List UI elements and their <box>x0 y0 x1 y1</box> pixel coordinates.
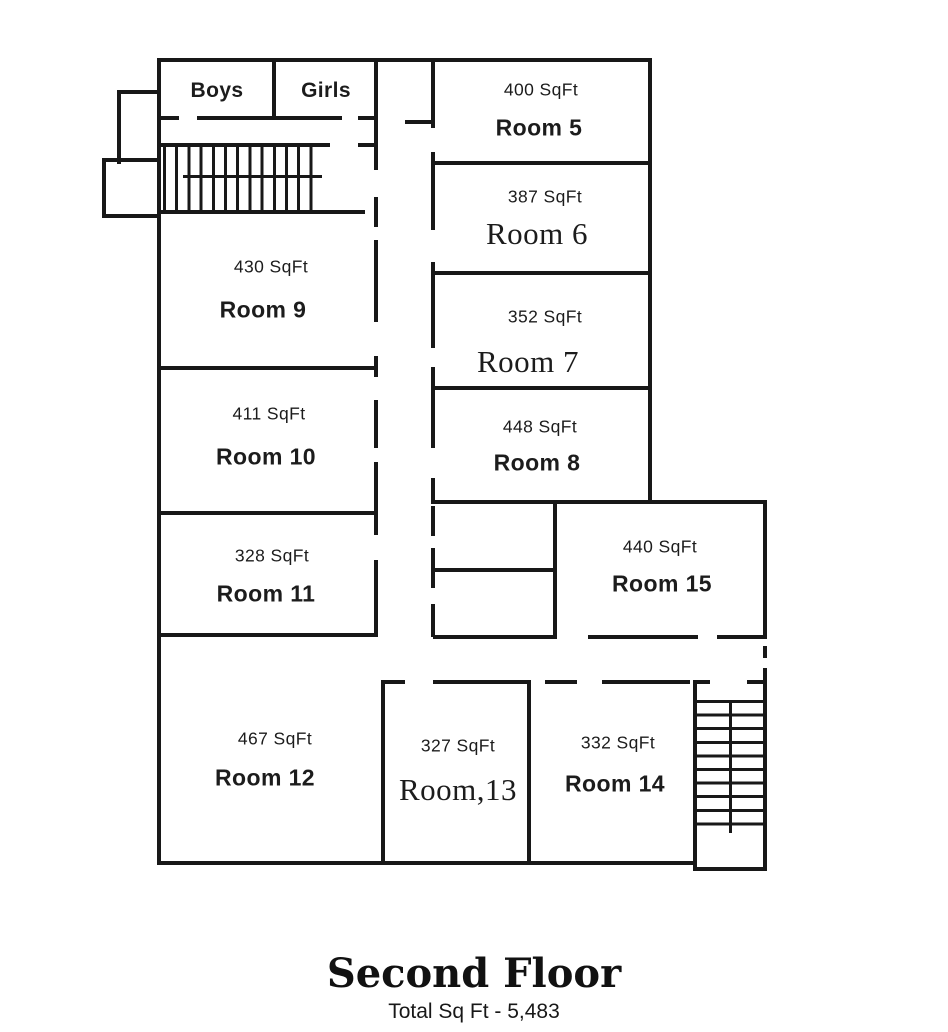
wall-restroom-bottom-2 <box>197 116 342 120</box>
wall-room10-room11-divider <box>157 511 378 515</box>
corridor-right-wall-seg <box>431 478 435 504</box>
wall-outer-right-upper <box>648 58 652 504</box>
wall-room11-bottom <box>157 633 378 637</box>
wall-stairs-top-dash-2 <box>747 680 767 684</box>
room-13-sqft: 327 SqFt <box>420 735 496 756</box>
room-9-name: Room 9 <box>219 296 307 323</box>
corridor-right-wall-seg <box>431 58 435 128</box>
wall-room5-room6-divider <box>433 161 648 165</box>
corridor-right-wall-seg <box>431 152 435 230</box>
floor-plan: Boys Girls 400 SqFt Room 5 387 SqFt Room… <box>102 58 767 871</box>
room-8-name: Room 8 <box>493 449 581 476</box>
wall-room15-top <box>433 500 767 504</box>
stairs-upper-top-connector <box>358 143 376 147</box>
room-14-sqft: 332 SqFt <box>580 732 656 753</box>
wall-landing-left <box>102 158 106 218</box>
girls-room-label: Girls <box>301 79 351 102</box>
room-10-name: Room 10 <box>216 443 316 470</box>
wall-stairs-right <box>763 683 767 871</box>
wall-girls-right <box>374 58 378 122</box>
room-15-name: Room 15 <box>612 570 712 597</box>
wall-room14-top-dash-1 <box>545 680 577 684</box>
corridor-right-wall-seg <box>431 367 435 448</box>
wall-room15-bottom-dash-2 <box>717 635 765 639</box>
wall-right-door-dash-1 <box>763 646 767 658</box>
corridor-left-wall-seg <box>374 240 378 322</box>
stairs-lower-center-rail <box>729 700 732 833</box>
corridor-left-wall-seg <box>374 560 378 637</box>
stairs-upper-top-rail <box>158 143 330 147</box>
wall-stairs-left <box>693 683 697 871</box>
room-6-sqft: 387 SqFt <box>507 186 583 207</box>
room-5-name: Room 5 <box>495 114 583 141</box>
room-11-name: Room 11 <box>216 580 316 607</box>
wall-right-door-dash-2 <box>763 668 767 683</box>
wall-room15-bottom-dash-1 <box>588 635 698 639</box>
wall-outer-bottom <box>157 861 697 865</box>
room-12-sqft: 467 SqFt <box>237 728 313 749</box>
corridor-left-wall-seg <box>374 197 378 227</box>
wall-outer-top <box>157 58 652 62</box>
title-block: Second Floor Total Sq Ft - 5,483 <box>0 952 948 1024</box>
wall-room9-room10-divider <box>157 366 378 370</box>
room-7-name: Room 7 <box>476 344 580 379</box>
wall-landing-top <box>102 158 161 162</box>
wall-room13-top-corner <box>381 680 405 684</box>
wall-room13-room14-divider <box>527 680 531 865</box>
room-7-sqft: 352 SqFt <box>507 306 583 327</box>
room-6-name: Room 6 <box>485 216 589 251</box>
wall-stairs-bottom <box>693 867 767 871</box>
room-15-sqft: 440 SqFt <box>622 536 698 557</box>
room-5-sqft: 400 SqFt <box>503 79 579 100</box>
boys-room-label: Boys <box>190 79 244 102</box>
corridor-top-dash <box>405 120 433 124</box>
room-14-name: Room 14 <box>565 770 665 797</box>
wall-boys-girls-divider <box>272 58 276 120</box>
wall-landing-bottom <box>102 214 161 218</box>
wall-small-rooms-right <box>553 500 557 639</box>
wall-room14-top-dash-2 <box>602 680 690 684</box>
wall-room13-top-dash <box>433 680 529 684</box>
room-12-name: Room 12 <box>215 764 315 791</box>
wall-room6-room7-divider <box>433 271 648 275</box>
wall-restroom-bottom-3 <box>358 116 376 120</box>
stairs-upper-steps <box>163 146 321 212</box>
room-11-sqft: 328 SqFt <box>234 545 310 566</box>
wall-room15-right <box>763 500 767 639</box>
wall-outer-left <box>157 58 161 865</box>
corridor-right-wall-seg <box>431 262 435 348</box>
stairs-upper-bottom-rail <box>158 210 365 214</box>
floor-title: Second Floor <box>326 950 622 997</box>
corridor-left-wall-seg <box>374 462 378 535</box>
wall-restroom-bottom-1 <box>157 116 179 120</box>
corridor-left-wall-seg <box>374 122 378 170</box>
wall-bumpout-top <box>117 90 161 94</box>
wall-small-rooms-divider <box>433 568 555 572</box>
corridor-left-wall-seg <box>374 400 378 448</box>
corridor-right-wall-seg <box>431 506 435 536</box>
wall-room13-left <box>381 680 385 865</box>
wall-small-rooms-bottom <box>433 635 557 639</box>
wall-stairs-top-dash-1 <box>693 680 710 684</box>
corridor-right-wall-seg <box>431 604 435 637</box>
total-sqft-label: Total Sq Ft - 5,483 <box>388 1000 560 1023</box>
room-9-sqft: 430 SqFt <box>233 256 309 277</box>
stairs-upper-mid-rail <box>183 175 322 178</box>
wall-room7-room8-divider <box>433 386 648 390</box>
wall-bumpout-side <box>117 90 121 164</box>
room-8-sqft: 448 SqFt <box>502 416 578 437</box>
room-10-sqft: 411 SqFt <box>232 403 306 424</box>
room-13-name: Room,13 <box>398 772 518 807</box>
